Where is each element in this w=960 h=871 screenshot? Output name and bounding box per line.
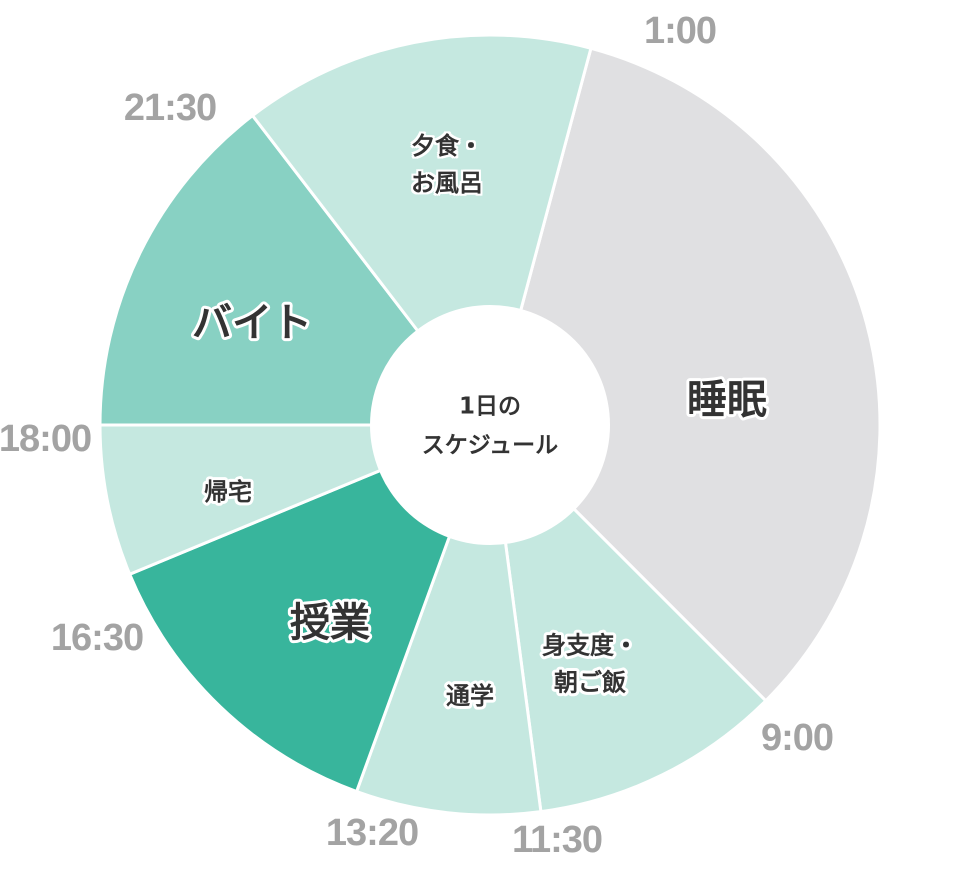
time-label: 1:00: [644, 10, 716, 52]
time-label: 16:30: [51, 617, 143, 659]
time-labels: 1:00 9:00 11:30 13:20 16:30 18:00 21:30: [0, 10, 834, 861]
time-label: 21:30: [124, 87, 216, 129]
segment-label: 身支度・: [542, 631, 638, 659]
segment-label-dinner-bath: 夕食・お風呂: [411, 132, 483, 197]
segment-label: 睡眠: [687, 377, 767, 423]
time-label: 13:20: [326, 812, 418, 854]
center-hole: [370, 305, 610, 545]
time-label: 9:00: [761, 717, 833, 759]
segment-label: 帰宅: [204, 478, 252, 506]
time-label: 18:00: [0, 418, 91, 460]
time-label: 11:30: [512, 819, 602, 861]
center-title-line-1: 1日の: [459, 394, 521, 420]
segment-label: 通学: [446, 682, 494, 710]
center-title-line-2: スケジュール: [422, 433, 558, 459]
segment-label: 授業: [290, 600, 370, 646]
segments: [98, 33, 882, 817]
segment-label: 朝ご飯: [554, 669, 626, 697]
segment-label: バイト: [192, 300, 312, 346]
